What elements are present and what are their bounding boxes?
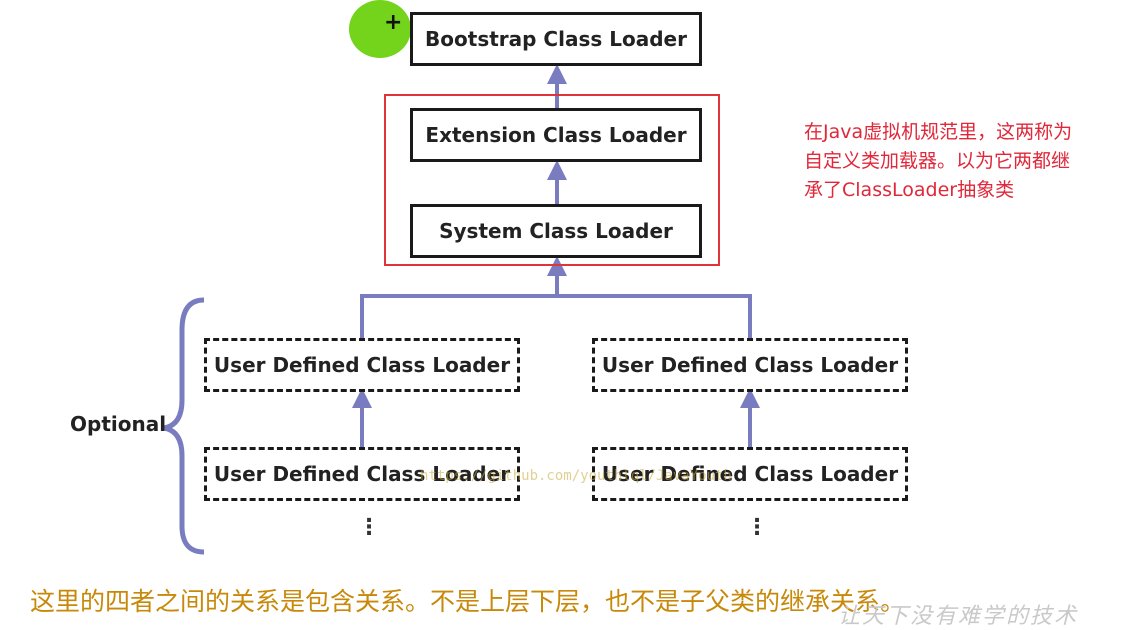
bootstrap-class-loader-box: Bootstrap Class Loader <box>410 12 702 66</box>
user-defined-label: User Defined Class Loader <box>601 462 899 486</box>
user-defined-label: User Defined Class Loader <box>213 462 511 486</box>
user-defined-loader-right-bottom: User Defined Class Loader <box>592 447 908 501</box>
corner-watermark: 让天下没有难学的技术 <box>838 604 1079 629</box>
note-line: 在Java虚拟机规范里，这两称为 <box>804 121 1073 143</box>
user-defined-label: User Defined Class Loader <box>601 353 899 377</box>
url-watermark: https://github.com/youthlql/JavaYouth <box>420 468 732 484</box>
bottom-caption: 这里的四者之间的关系是包含关系。不是上层下层，也不是子父类的继承关系。 <box>30 587 906 616</box>
system-class-loader-box: System Class Loader <box>410 204 702 258</box>
highlight-frame <box>384 94 720 266</box>
extension-class-loader-box: Extension Class Loader <box>410 108 702 162</box>
user-defined-loader-right-top: User Defined Class Loader <box>592 338 908 392</box>
optional-brace <box>163 297 205 555</box>
annotation-note: 在Java虚拟机规范里，这两称为 自定义类加载器。以为它两都继 承了ClassL… <box>804 118 1134 205</box>
note-line: 承了ClassLoader抽象类 <box>804 179 1015 201</box>
cursor-highlight <box>349 0 411 58</box>
optional-label: Optional <box>70 412 167 436</box>
user-defined-label: User Defined Class Loader <box>213 353 511 377</box>
cursor-plus-icon: + <box>384 10 403 35</box>
ellipsis-right: ⋮ <box>746 515 768 540</box>
system-label: System Class Loader <box>439 219 673 243</box>
bootstrap-label: Bootstrap Class Loader <box>425 27 687 51</box>
user-defined-loader-left-bottom: User Defined Class Loader <box>204 447 520 501</box>
ellipsis-left: ⋮ <box>358 515 380 540</box>
note-line: 自定义类加载器。以为它两都继 <box>804 150 1071 172</box>
user-defined-loader-left-top: User Defined Class Loader <box>204 338 520 392</box>
extension-label: Extension Class Loader <box>425 123 687 147</box>
